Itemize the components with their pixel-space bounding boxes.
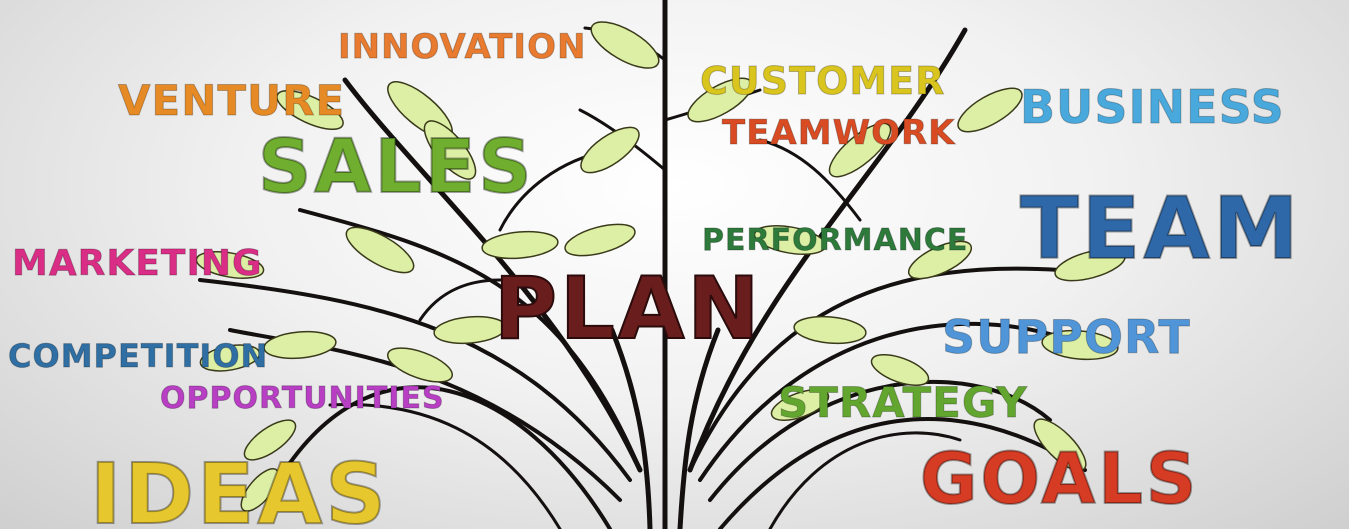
word-business: BUSINESS [1020,80,1285,134]
word-marketing: MARKETING [12,243,263,284]
word-sales: SALES [257,124,535,210]
word-opportunities: OPPORTUNITIES [160,381,445,416]
word-customer: CUSTOMER [699,59,946,103]
word-performance: PERFORMANCE [701,223,969,258]
word-ideas: IDEAS [89,445,389,529]
word-strategy: STRATEGY [778,378,1028,427]
word-support: SUPPORT [942,310,1191,364]
word-competition: COMPETITION [7,337,269,375]
word-venture: VENTURE [117,76,346,125]
word-teamwork: TEAMWORK [722,113,956,153]
word-goals: GOALS [919,438,1200,520]
word-plan: PLAN [493,259,763,359]
word-innovation: INNOVATION [337,27,587,67]
word-team: TEAM [1019,179,1302,279]
tree-leaves [195,21,1126,512]
